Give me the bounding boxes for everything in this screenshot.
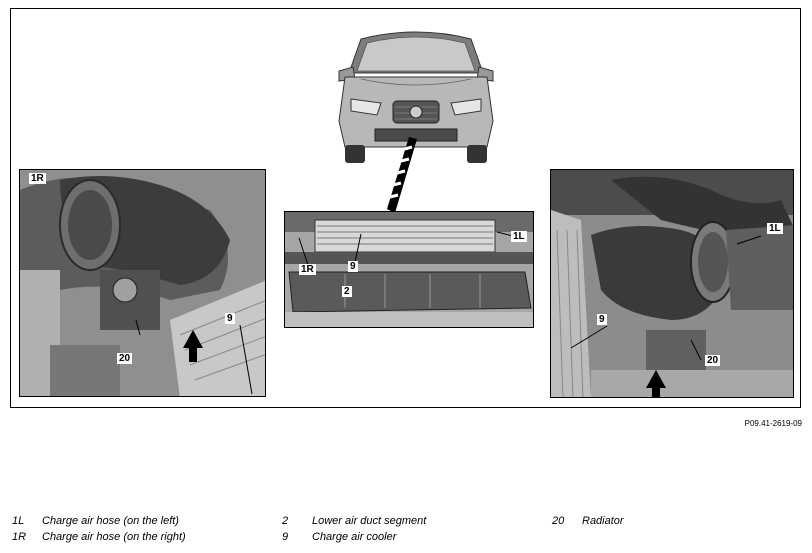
- callout-1r-left: 1R: [29, 173, 46, 184]
- callout-9-center: 9: [348, 261, 358, 272]
- center-detail-photo: [284, 211, 534, 328]
- legend-text: Charge air cooler: [312, 531, 397, 543]
- figure-frame: 1R 9 20 1R 9 2 1L: [10, 8, 801, 408]
- legend-item-20: 20 Radiator: [552, 514, 624, 528]
- legend-number: 2: [282, 515, 289, 527]
- legend-item-2: 2 Lower air duct segment: [282, 514, 426, 528]
- legend-text: Charge air hose (on the right): [42, 531, 186, 543]
- left-detail-photo: [19, 169, 266, 397]
- car-front-illustration: [321, 21, 511, 166]
- callout-20-left: 20: [117, 353, 133, 364]
- callout-20-right: 20: [705, 355, 721, 366]
- callout-9-right: 9: [597, 314, 607, 325]
- legend-item-1l: 1L Charge air hose (on the left): [12, 514, 179, 528]
- callout-1l-right: 1L: [767, 223, 783, 234]
- legend-number: 1R: [12, 531, 27, 543]
- legend-text: Radiator: [582, 515, 624, 527]
- right-detail-photo: [550, 169, 794, 398]
- callout-1l-center: 1L: [511, 231, 527, 242]
- legend-number: 1L: [12, 515, 25, 527]
- legend-item-9: 9 Charge air cooler: [282, 530, 396, 544]
- legend-text: Charge air hose (on the left): [42, 515, 179, 527]
- callout-2-center: 2: [342, 286, 352, 297]
- legend-number: 20: [552, 515, 565, 527]
- legend-number: 9: [282, 531, 289, 543]
- callout-1r-center: 1R: [299, 264, 316, 275]
- legend-item-1r: 1R Charge air hose (on the right): [12, 530, 186, 544]
- legend-text: Lower air duct segment: [312, 515, 427, 527]
- location-pointer: [381, 137, 421, 217]
- callout-9-left: 9: [225, 313, 235, 324]
- figure-reference-id: P09.41-2619-09: [744, 419, 802, 428]
